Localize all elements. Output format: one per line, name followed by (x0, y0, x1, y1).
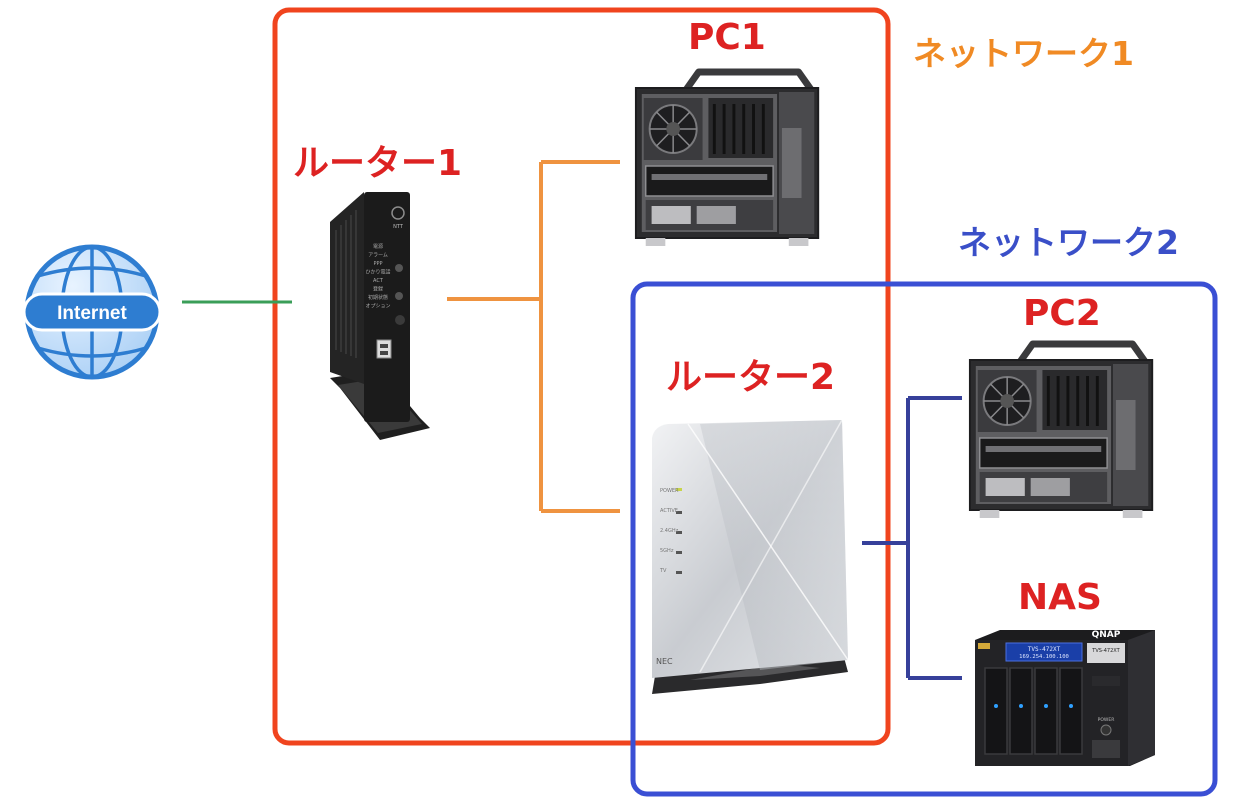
led-label: アラーム (368, 253, 388, 259)
router1-brand: NTT (393, 224, 404, 230)
nas-lcd-line1: TVS-472XT (1028, 646, 1061, 653)
router1-links (447, 160, 620, 513)
led-label: ACTIVE (660, 508, 678, 514)
internet-label: Internet (57, 303, 127, 324)
router2-label: ルーター2 (666, 357, 836, 398)
router-icon (652, 419, 849, 694)
led-label: ACT (373, 278, 384, 284)
network2-label: ネットワーク2 (958, 223, 1179, 262)
nas-brand: QNAP (1092, 630, 1121, 640)
nas-label: NAS (1018, 577, 1102, 618)
led-label: 5GHz (660, 548, 674, 554)
nas-model: TVS-472XT (1091, 648, 1120, 654)
router-icon (330, 192, 430, 440)
network1-label: ネットワーク1 (913, 34, 1134, 73)
pc2-label: PC2 (1023, 293, 1101, 334)
router1-label: ルーター1 (293, 143, 463, 184)
pc-icon (970, 344, 1152, 518)
led-label: POWER (660, 488, 679, 494)
globe-icon (22, 244, 162, 380)
router2-links (862, 396, 962, 680)
nas-icon (975, 630, 1155, 766)
led-label: 2.4GHz (660, 528, 679, 534)
led-label: ひかり電話 (365, 269, 390, 276)
nas-power-label: POWER (1098, 717, 1115, 723)
led-label: オプション (365, 304, 390, 310)
network2-boundary (630, 281, 1218, 797)
network1-boundary (272, 7, 891, 746)
led-label: 初期状態 (368, 294, 388, 301)
pc1-label: PC1 (688, 17, 766, 58)
router2-brand: NEC (656, 657, 673, 666)
led-label: TV (659, 568, 667, 574)
pc-icon (636, 72, 818, 246)
nas-lcd-line2: 169.254.100.100 (1019, 654, 1069, 660)
led-label: 電源 (373, 243, 383, 250)
led-label: 登録 (373, 286, 383, 293)
led-label: PPP (373, 261, 382, 267)
